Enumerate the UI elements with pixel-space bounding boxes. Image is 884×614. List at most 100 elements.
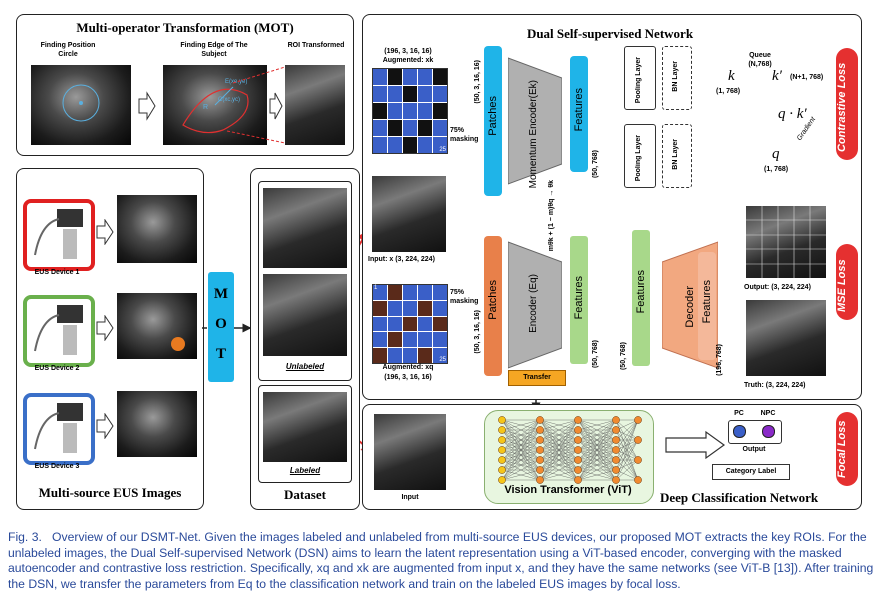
encoder-label: Encoder (Eq) bbox=[528, 274, 539, 333]
vit-edge bbox=[577, 439, 617, 481]
features-decoder-in: Features bbox=[632, 230, 650, 366]
eus-device-2-frame bbox=[23, 295, 95, 367]
caption-lead: Fig. 3. bbox=[8, 530, 42, 544]
augq-grid-first: 1 bbox=[374, 285, 378, 291]
vit-node bbox=[498, 426, 506, 434]
mse-loss: MSE Loss bbox=[836, 244, 858, 320]
vit-label: Vision Transformer (ViT) bbox=[504, 484, 632, 496]
vit-edge bbox=[615, 419, 639, 461]
source-arrow-3 bbox=[96, 413, 114, 439]
mot-letter-t: T bbox=[215, 346, 226, 362]
vit-node bbox=[574, 456, 582, 464]
eus-device-2-image bbox=[117, 293, 197, 359]
vit-node bbox=[536, 456, 544, 464]
input-image bbox=[372, 176, 446, 252]
mot-arrow-1 bbox=[138, 91, 156, 121]
vit-edge bbox=[539, 419, 579, 441]
eus-device-3-image bbox=[117, 391, 197, 457]
decoder-label: Decoder bbox=[684, 286, 696, 328]
k-shape: (1, 768) bbox=[716, 88, 741, 95]
vit-network bbox=[498, 416, 642, 484]
vit-node bbox=[612, 456, 620, 464]
pooling-layer-bottom-label: Pooling Layer bbox=[635, 135, 642, 182]
vit-node bbox=[498, 416, 506, 424]
vit-edge bbox=[501, 469, 541, 481]
patches-bottom-label: Patches bbox=[487, 280, 499, 320]
vit-node bbox=[498, 466, 506, 474]
momentum-encoder-shape bbox=[508, 57, 562, 185]
mot-step2-label: Finding Edge of The Subject bbox=[180, 42, 248, 58]
overlay-e-label: E(xe,ye) bbox=[225, 79, 247, 85]
mot-panel: Multi-operator Transformation (MOT) Find… bbox=[16, 14, 354, 156]
mot-step1-label: Finding Position Circle bbox=[40, 42, 96, 58]
focal-loss-label: Focal Loss bbox=[836, 420, 848, 478]
eus-device-2-label: EUS Device 2 bbox=[34, 365, 80, 372]
patches-bottom-shape: (50, 3, 16, 16) bbox=[474, 310, 481, 354]
unlabeled-image-1 bbox=[263, 188, 347, 268]
pooling-layer-top: Pooling Layer bbox=[624, 46, 656, 110]
category-label-box: Category Label bbox=[712, 464, 790, 480]
vit-node bbox=[536, 476, 544, 484]
pooling-layer-top-label: Pooling Layer bbox=[635, 57, 642, 104]
vit-node bbox=[536, 466, 544, 474]
features-decoder-out: Features bbox=[698, 252, 716, 360]
vit-edge bbox=[577, 419, 617, 481]
features-top-label: Features bbox=[573, 88, 585, 132]
features-decoder-in-label: Features bbox=[635, 270, 647, 314]
eus-device-3-icon bbox=[34, 403, 83, 453]
vit-edge bbox=[539, 419, 579, 461]
vit-edge bbox=[501, 419, 541, 471]
mse-loss-label: MSE Loss bbox=[836, 259, 848, 312]
vit-edge bbox=[501, 439, 541, 481]
features-decoder-in-shape: (50, 768) bbox=[620, 342, 627, 371]
overlay-c-label: C(xc,yc) bbox=[218, 97, 240, 103]
vit-node bbox=[536, 426, 544, 434]
mot-image-circle bbox=[31, 65, 131, 145]
unlabeled-image-2 bbox=[263, 274, 347, 356]
momentum-encoder-label: Momentum Encoder(Ek) bbox=[528, 80, 539, 189]
focal-loss: Focal Loss bbox=[836, 412, 858, 486]
features-bottom-label: Features bbox=[573, 276, 585, 320]
caption-text: Overview of our DSMT-Net. Given the imag… bbox=[8, 530, 874, 591]
vit-edge bbox=[615, 419, 639, 431]
vit-edge bbox=[539, 459, 579, 481]
augq-grid: 1 25 bbox=[372, 284, 448, 364]
queue-shape: (N,768) bbox=[748, 61, 772, 68]
vit-node bbox=[574, 416, 582, 424]
mot-bar: M O T bbox=[208, 272, 234, 382]
output-label: Output: (3, 224, 224) bbox=[744, 284, 811, 291]
figure-caption: Fig. 3. Overview of our DSMT-Net. Given … bbox=[8, 530, 876, 592]
contrastive-loss: Contrastive Loss bbox=[836, 48, 858, 160]
truth-image bbox=[746, 300, 826, 376]
q-symbol: q bbox=[772, 146, 780, 162]
output-grid-overlay bbox=[746, 206, 826, 278]
npc-node bbox=[762, 425, 775, 438]
mot-letter-o: O bbox=[215, 316, 227, 332]
vit-node bbox=[612, 476, 620, 484]
vit-edge bbox=[539, 439, 579, 481]
encoder-shape bbox=[508, 241, 562, 369]
vit-edge bbox=[539, 419, 579, 471]
vit-edge bbox=[577, 419, 617, 431]
pc-node bbox=[733, 425, 746, 438]
queue-label: Queue bbox=[749, 52, 771, 59]
vit-node bbox=[634, 436, 642, 444]
eus-device-3-frame bbox=[23, 393, 95, 465]
vit-edge bbox=[615, 419, 639, 471]
vit-edge bbox=[615, 419, 639, 441]
vit-node bbox=[574, 476, 582, 484]
dataset-panel: Unlabeled Labeled Dataset bbox=[250, 168, 360, 510]
unlabeled-label: Unlabeled bbox=[285, 362, 325, 371]
edge-overlay: R C(xc,yc) E(xe,ye) bbox=[182, 79, 249, 134]
mot-letter-m: M bbox=[213, 286, 229, 302]
output-image bbox=[746, 206, 826, 278]
augk-grid-number: 25 bbox=[439, 147, 446, 153]
mot-step3-label: ROI Transformed bbox=[287, 42, 345, 49]
eus-device-2-icon bbox=[34, 305, 83, 355]
bn-layer-bottom-label: BN Layer bbox=[672, 139, 679, 170]
vit-node bbox=[536, 416, 544, 424]
vit-node bbox=[536, 436, 544, 444]
q-shape: (1, 768) bbox=[764, 166, 789, 173]
labeled-group: Labeled bbox=[258, 385, 352, 483]
patches-top-shape: (50, 3, 16, 16) bbox=[474, 60, 481, 104]
